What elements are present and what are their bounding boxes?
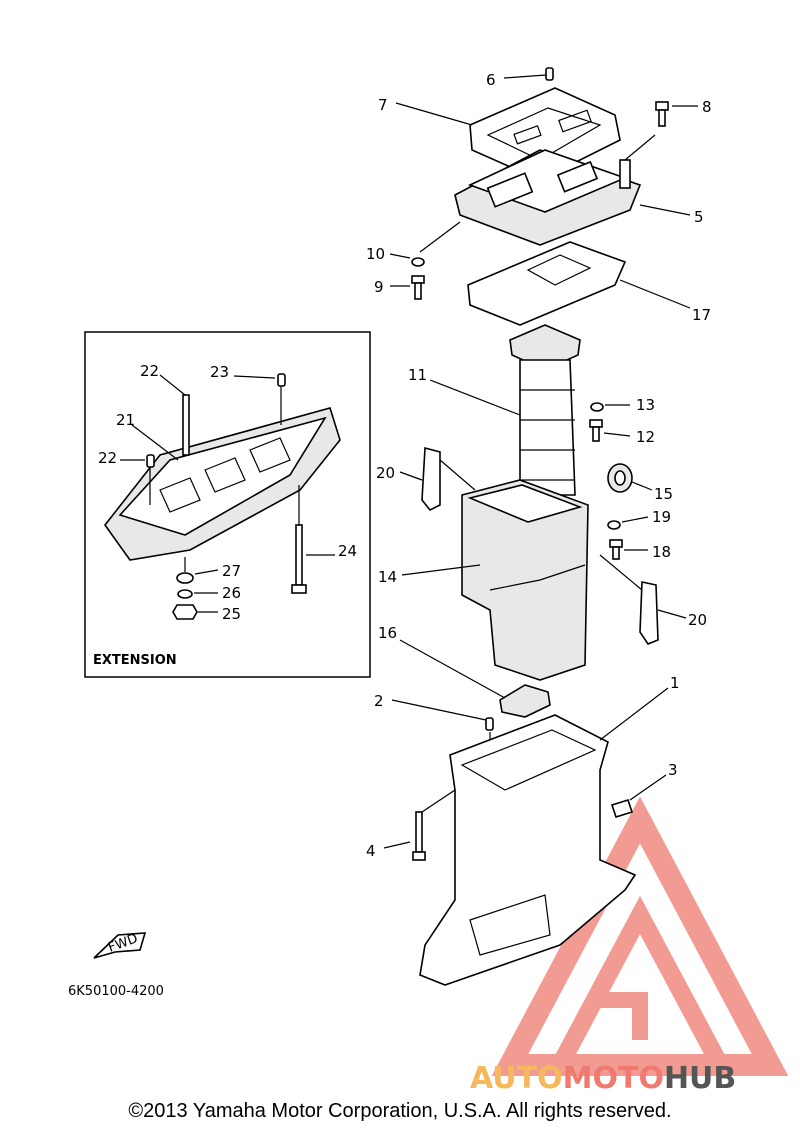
watermark-logo: [491, 796, 789, 1076]
callout-3: 3: [668, 761, 678, 779]
oil-pan-14: [461, 479, 589, 681]
washer-27: [176, 572, 194, 584]
seal-16: [499, 684, 551, 718]
callout-27: 27: [222, 562, 241, 580]
bolt-18-head: [609, 539, 623, 548]
dowel-pin-6: [545, 67, 554, 81]
callout-14: 14: [378, 568, 397, 586]
callout-7: 7: [378, 96, 388, 114]
lockwasher-26: [177, 589, 193, 599]
extension-box: [84, 331, 371, 678]
callout-11: 11: [408, 366, 427, 384]
watermark-text: AUTOMOTOHUB: [470, 1061, 736, 1096]
callout-4: 4: [366, 842, 376, 860]
callout-25: 25: [222, 605, 241, 623]
callout-2: 2: [374, 692, 384, 710]
callout-15: 15: [654, 485, 673, 503]
washer-13: [590, 402, 604, 412]
fwd-arrow-icon: [93, 932, 147, 959]
gasket-7: [469, 87, 621, 181]
callout-17: 17: [692, 306, 711, 324]
nut-25: [172, 604, 198, 620]
bolt-24: [295, 524, 303, 586]
watermark-hub: HUB: [664, 1061, 736, 1096]
callout-5: 5: [694, 208, 704, 226]
callout-8: 8: [702, 98, 712, 116]
callout-10: 10: [366, 245, 385, 263]
callout-6: 6: [486, 71, 496, 89]
callout-18: 18: [652, 543, 671, 561]
stud-23: [182, 394, 190, 456]
callout-9: 9: [374, 278, 384, 296]
plate-20-left: [421, 446, 441, 512]
dowel-pin-2: [485, 717, 494, 731]
callout-22-right: 23: [210, 363, 229, 381]
gasket-17: [467, 241, 627, 326]
callout-26: 26: [222, 584, 241, 602]
copyright-notice: ©2013 Yamaha Motor Corporation, U.S.A. A…: [128, 1100, 672, 1122]
callout-23: 22: [140, 362, 159, 380]
upper-casing-1: [419, 714, 637, 986]
exhaust-guide-11: [519, 359, 576, 496]
washer-10: [411, 257, 425, 267]
stud-bolt-4: [415, 811, 423, 853]
diagram-code: 6K50100-4200: [68, 984, 164, 999]
bolt-9: [414, 282, 422, 300]
callout-19: 19: [652, 508, 671, 526]
watermark-moto: MOTO: [563, 1061, 664, 1096]
washer-19: [607, 520, 621, 530]
callout-21: 21: [116, 411, 135, 429]
exhaust-guide-top: [509, 324, 581, 371]
dowel-22-right: [277, 373, 286, 387]
callout-20-right: 20: [688, 611, 707, 629]
bolt-12-head: [589, 419, 603, 428]
callout-24: 24: [338, 542, 357, 560]
callout-12: 12: [636, 428, 655, 446]
dowel-22-left: [146, 454, 155, 468]
callout-1: 1: [670, 674, 680, 692]
watermark-auto: AUTO: [470, 1061, 563, 1096]
callout-20-left: 20: [376, 464, 395, 482]
clip-3: [610, 799, 634, 818]
callout-16: 16: [378, 624, 397, 642]
bolt-8-head: [655, 101, 669, 111]
extension-label: EXTENSION: [93, 653, 177, 668]
bolt-8: [658, 109, 666, 127]
callout-22-left: 22: [98, 449, 117, 467]
callout-13: 13: [636, 396, 655, 414]
plate-20-right: [639, 581, 659, 645]
bolt-9-head: [411, 275, 425, 284]
